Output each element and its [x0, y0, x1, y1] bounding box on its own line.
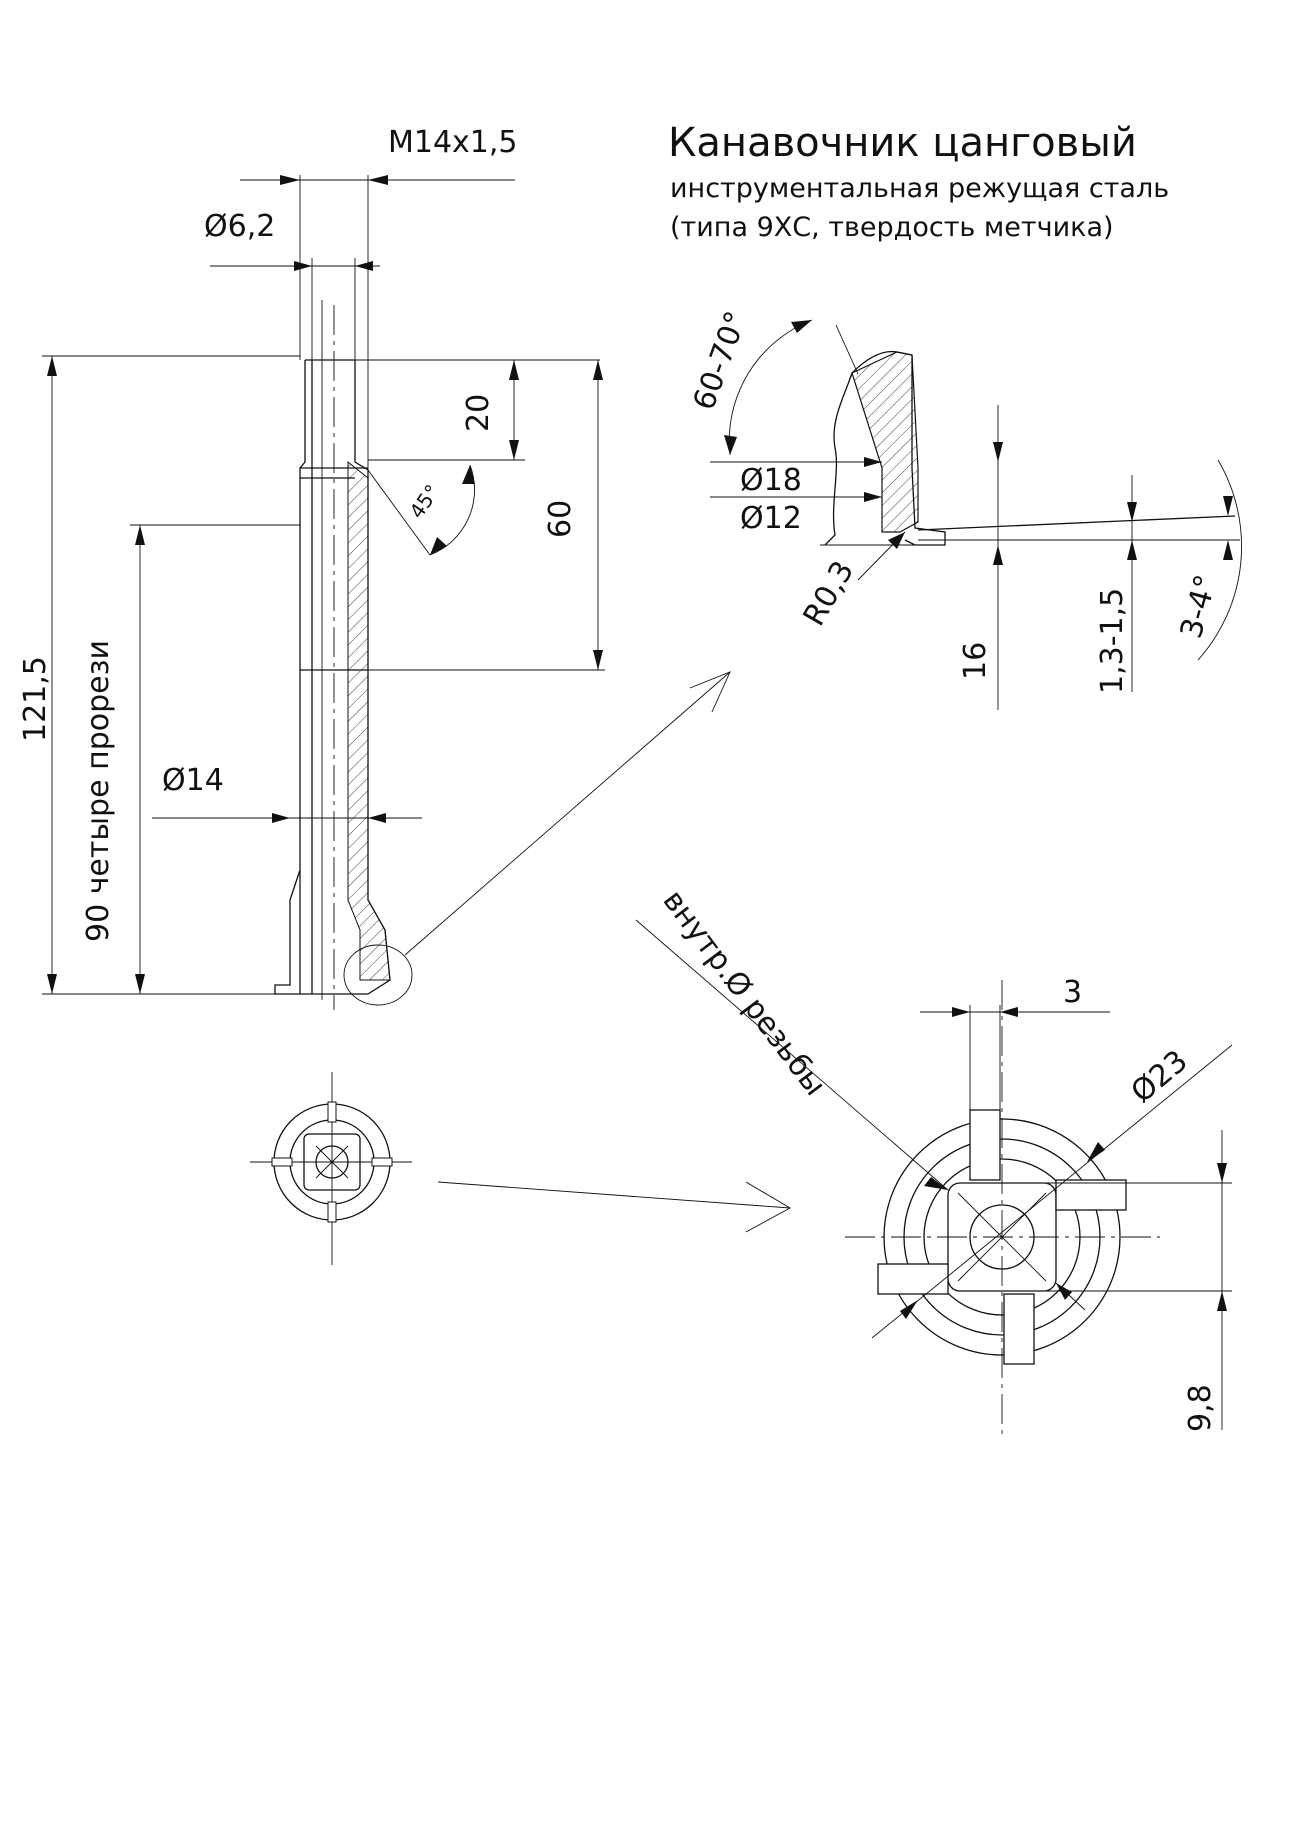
- dim-diameter-18: Ø18: [740, 463, 802, 498]
- dim-diameter-6-2: Ø6,2: [204, 209, 275, 244]
- label-inner-thread-diameter: внутр.Ø резьбы: [656, 884, 833, 1103]
- dim-diameter-14: Ø14: [162, 763, 224, 798]
- dim-radius-0-3: R0,3: [797, 555, 862, 632]
- dim-length-1-3-1-5: 1,3-1,5: [1095, 588, 1130, 694]
- drawing-title: Канавочник цанговый: [668, 120, 1137, 166]
- side-view: [274, 300, 413, 1010]
- dim-length-121-5: 121,5: [18, 656, 53, 742]
- detail-dimensions: 60-70° Ø18 Ø12 R0,3 16 1,3-1,5 3-4°: [687, 307, 1242, 710]
- dim-angle-45: 45°: [404, 480, 444, 523]
- dim-diameter-12: Ø12: [740, 501, 802, 536]
- dim-length-20: 20: [461, 394, 496, 432]
- dim-length-9-8: 9,8: [1183, 1384, 1218, 1432]
- material-line-1: инструментальная режущая сталь: [670, 173, 1169, 204]
- small-end-view: [250, 1072, 791, 1265]
- dim-angle-60-70: 60-70°: [687, 307, 755, 415]
- material-line-2: (типа 9ХС, твердость метчика): [670, 212, 1114, 243]
- detail-view: [710, 350, 1240, 546]
- dim-slots-90: 90 четыре прорези: [81, 640, 116, 942]
- dim-width-3: 3: [1063, 975, 1082, 1010]
- dim-diameter-23: Ø23: [1125, 1044, 1195, 1111]
- dim-thread: М14х1,5: [388, 125, 518, 160]
- side-dimensions: М14х1,5 Ø6,2 20 45° 60 121,5: [18, 125, 731, 995]
- end-view-dimensions: внутр.Ø резьбы 3 Ø23 9,8: [635, 884, 1233, 1432]
- large-end-view: [845, 980, 1160, 1435]
- dim-length-60: 60: [543, 500, 578, 538]
- dim-angle-3-4: 3-4°: [1174, 571, 1224, 642]
- dim-length-16: 16: [958, 642, 993, 680]
